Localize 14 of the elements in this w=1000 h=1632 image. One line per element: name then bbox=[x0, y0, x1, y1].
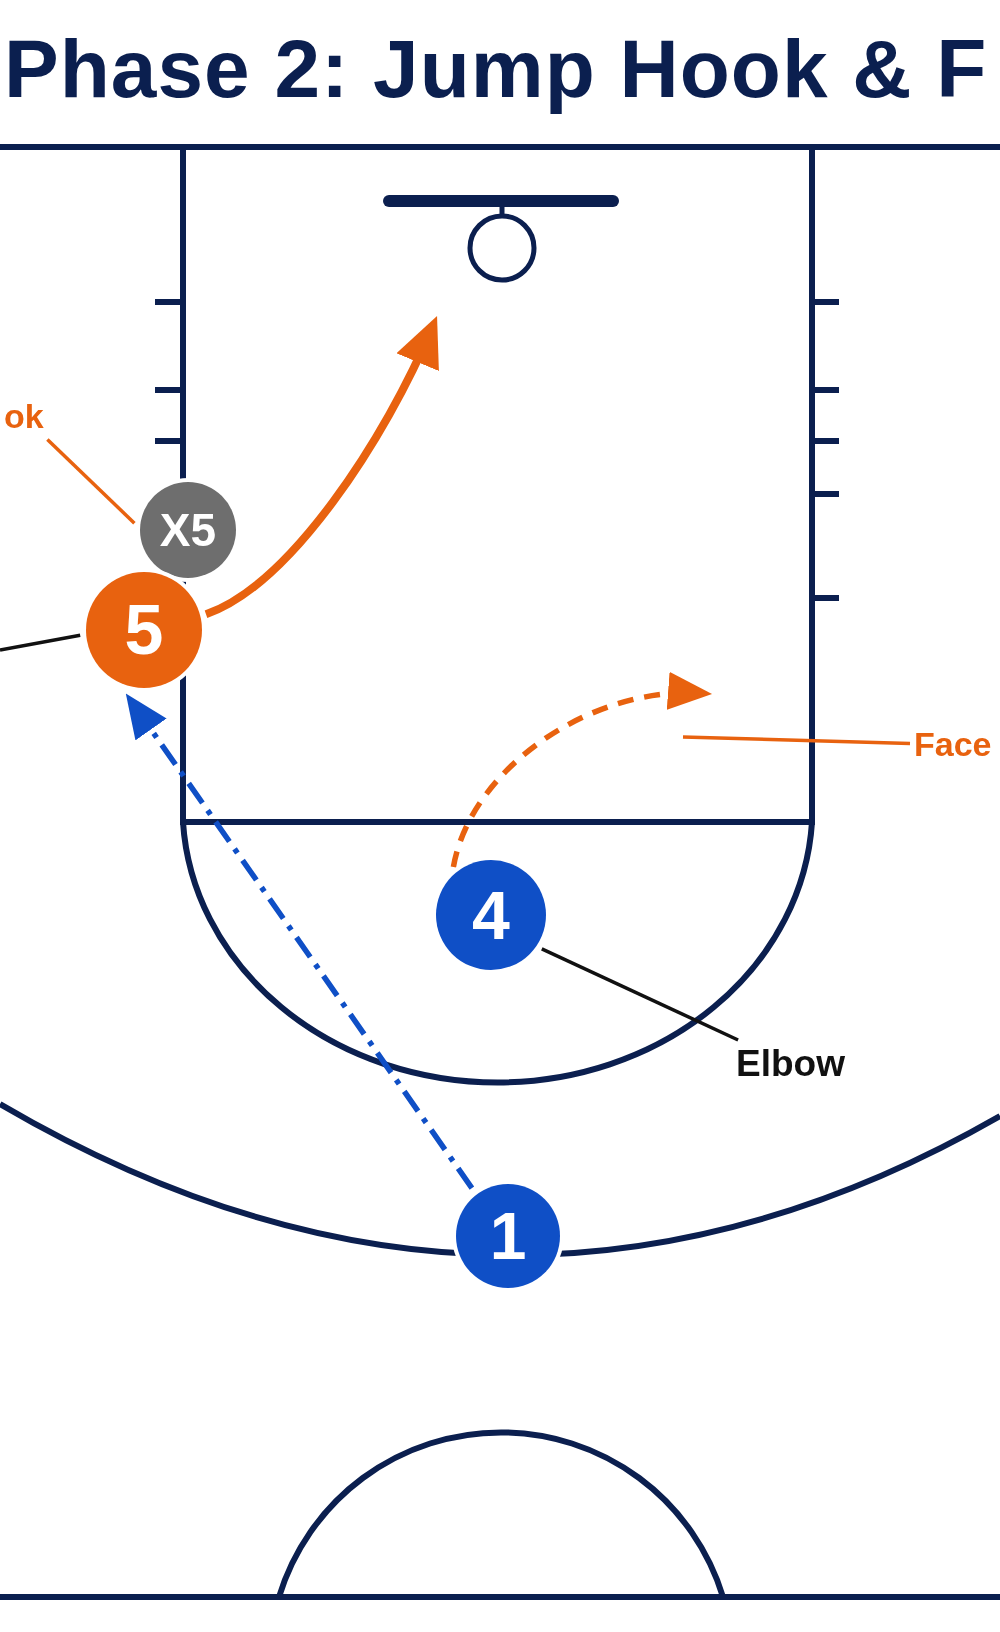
callout-label: Face bbox=[914, 726, 992, 764]
curved-arrow bbox=[204, 316, 438, 618]
leader-line bbox=[541, 947, 739, 1042]
player-number: 4 bbox=[472, 881, 510, 949]
curved-dashed-arrow bbox=[450, 674, 713, 868]
player-number: 1 bbox=[489, 1203, 527, 1269]
leader-line bbox=[682, 735, 911, 746]
player-number: X5 bbox=[159, 507, 217, 553]
player-number: 5 bbox=[124, 595, 164, 665]
dashed-arrow bbox=[125, 693, 475, 1190]
leader-line bbox=[46, 438, 136, 525]
callout-label: ok bbox=[4, 398, 44, 436]
leader-line bbox=[0, 633, 81, 652]
callout-label: Elbow bbox=[736, 1044, 845, 1085]
